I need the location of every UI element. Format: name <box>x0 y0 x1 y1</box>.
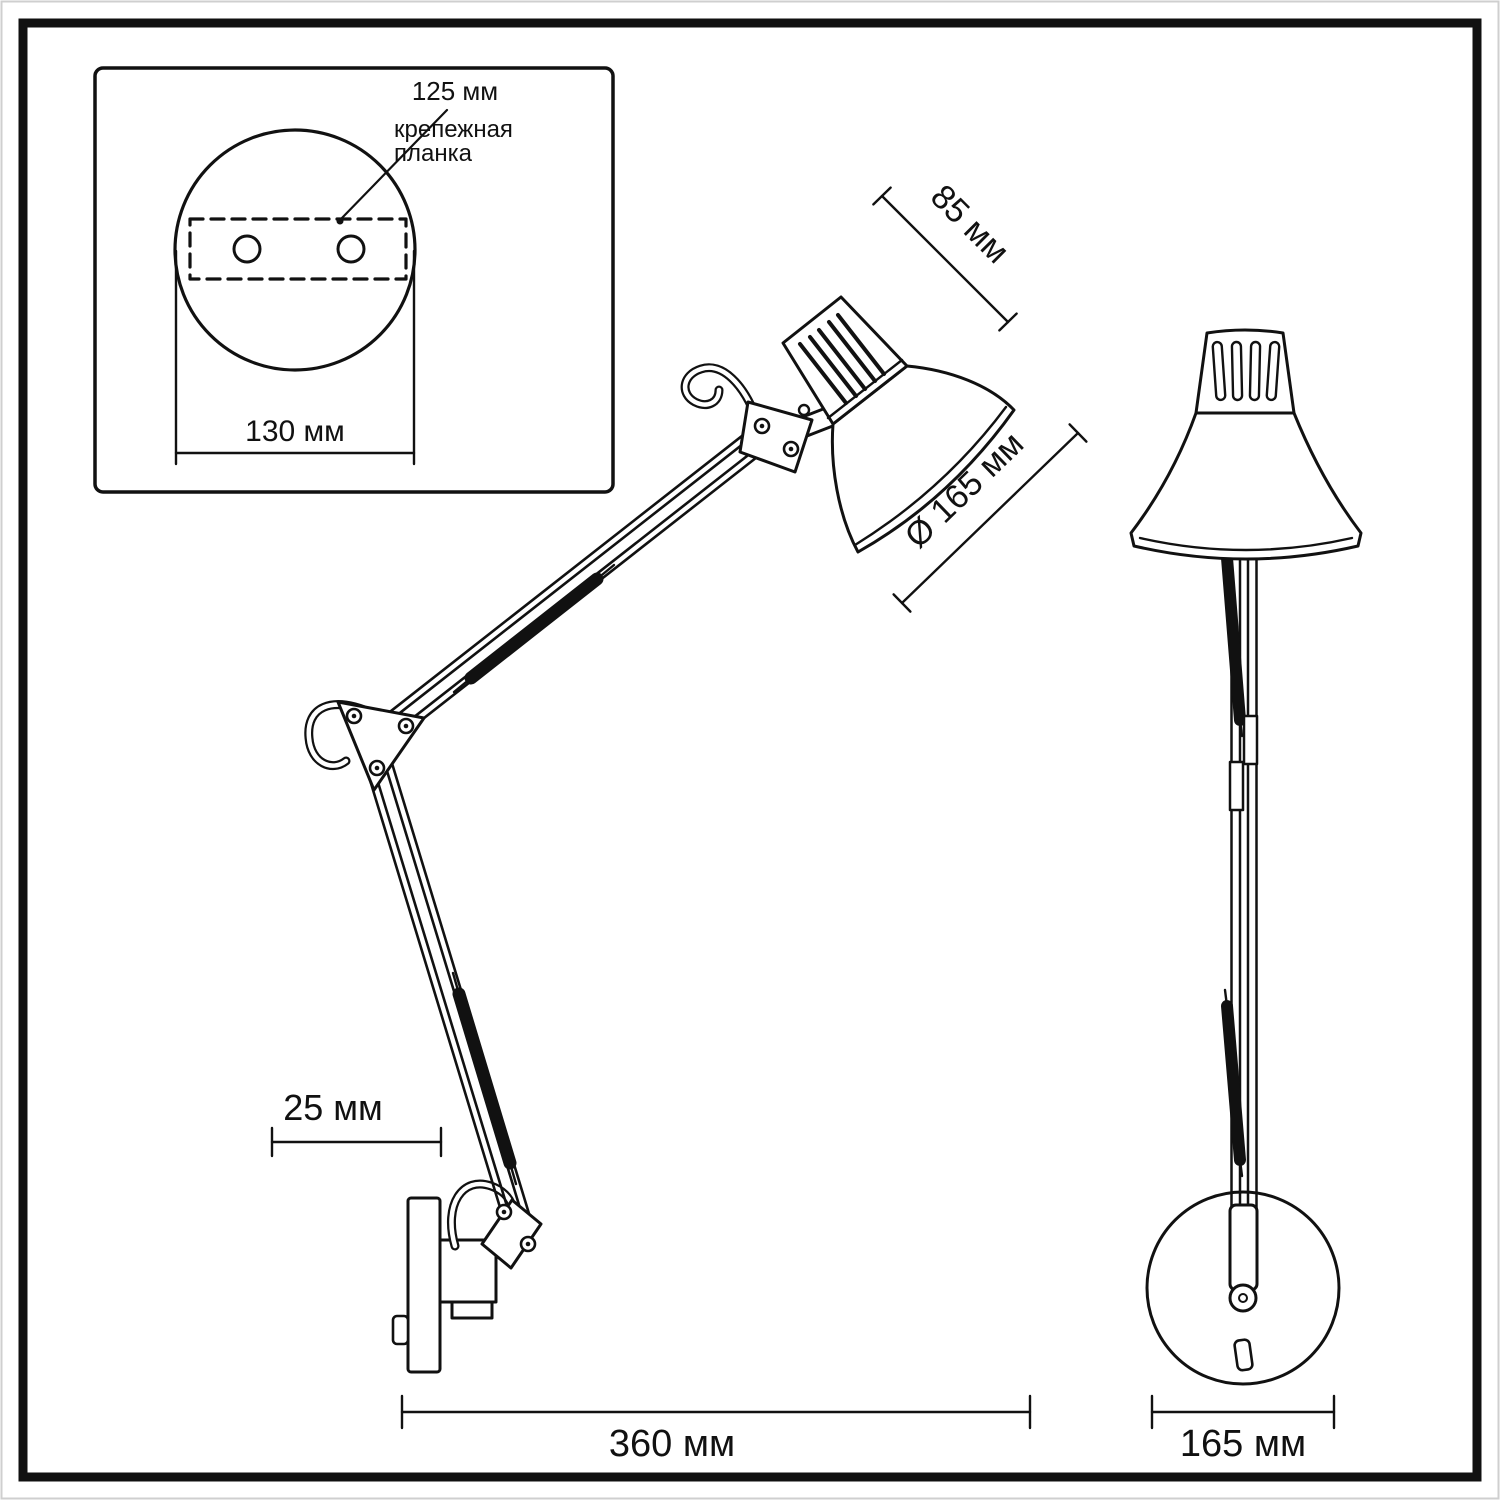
dim-head-height-label: 85 мм <box>923 178 1016 271</box>
wall-plate-detail-circle <box>173 128 417 372</box>
dim-head-height <box>872 186 1018 332</box>
dim-arm-reach-label: 360 мм <box>609 1423 735 1465</box>
leader-line <box>338 108 449 222</box>
dim-front-width <box>1150 1394 1336 1430</box>
cable-loop-head <box>680 363 762 425</box>
dim-front-width-label: 165 мм <box>1180 1423 1306 1465</box>
drawing-frame <box>18 18 1482 1482</box>
switch-side <box>391 1314 410 1346</box>
lamp-shade-front <box>1129 328 1363 561</box>
lamp-head-side <box>781 295 1016 554</box>
mounting-plate-label-line2: планка <box>394 140 473 167</box>
mounting-detail-inset <box>93 66 615 494</box>
dim-plate-width <box>174 249 416 466</box>
upper-arm-spring <box>452 563 616 694</box>
dimension-annotations <box>270 186 1336 1430</box>
arm-connector-front <box>1228 714 1259 812</box>
dim-plate-width-label: 130 мм <box>245 415 345 448</box>
screw-hole-left <box>232 234 262 264</box>
lower-pivot-joint <box>480 1198 543 1270</box>
dim-wall-offset-label: 25 мм <box>283 1087 383 1128</box>
vent-slots-front <box>1211 340 1281 402</box>
dim-shade-diameter <box>892 423 1088 613</box>
head-joint <box>738 400 814 474</box>
dim-wall-offset <box>270 1126 443 1158</box>
vent-slots-side <box>798 313 886 405</box>
switch-front <box>1233 1338 1254 1372</box>
mounting-plate-label-line1: крепежная <box>394 116 513 143</box>
elbow-joint <box>336 700 426 792</box>
spring-front-lower <box>1221 988 1246 1178</box>
dim-hole-spacing-label: 125 мм <box>412 76 498 106</box>
lower-arm-spring <box>451 971 518 1186</box>
wall-mount-side <box>391 1196 498 1374</box>
knuckle-front <box>1228 1203 1259 1313</box>
front-view-lamp <box>1129 328 1363 1386</box>
mounting-strip-dashed <box>188 217 408 281</box>
leader-dot <box>336 217 344 225</box>
screw-hole-right <box>336 234 366 264</box>
side-view-lamp <box>304 295 1016 1374</box>
dim-arm-reach <box>400 1394 1032 1430</box>
